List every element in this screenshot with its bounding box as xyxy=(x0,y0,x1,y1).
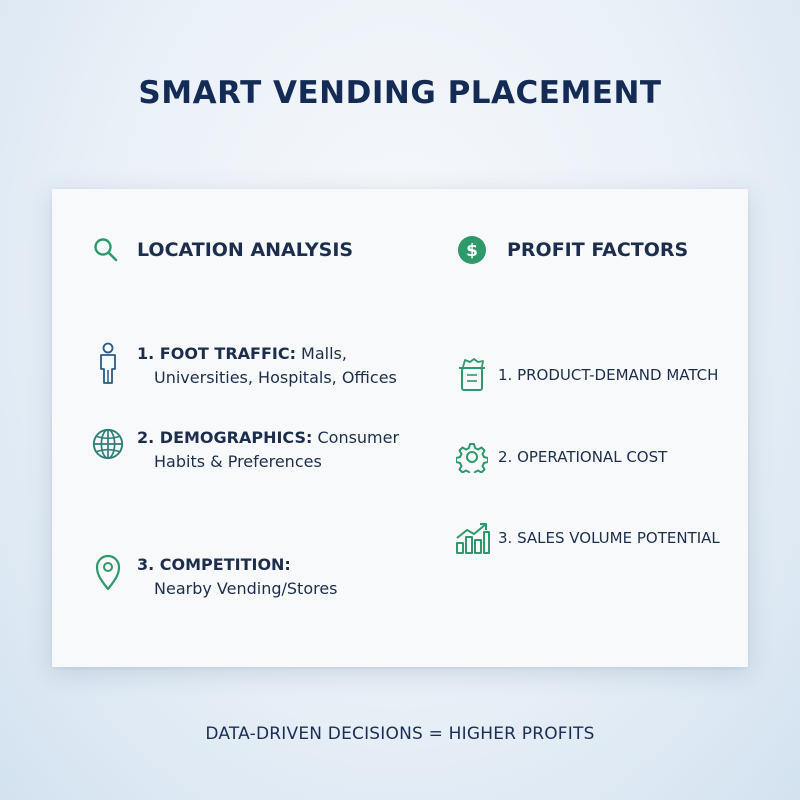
profit-factors-heading: $ PROFIT FACTORS xyxy=(457,235,688,265)
list-item-sales-volume: 3. SALES VOLUME POTENTIAL xyxy=(452,521,720,555)
competition-label: 3. COMPETITION: xyxy=(137,555,291,574)
gear-icon xyxy=(452,441,492,473)
snack-box-icon xyxy=(452,357,492,393)
svg-text:$: $ xyxy=(466,241,478,261)
search-icon xyxy=(91,235,121,265)
page-title: SMART VENDING PLACEMENT xyxy=(138,75,662,111)
operational-cost-text: 2. OPERATIONAL COST xyxy=(498,448,668,466)
demographics-label: 2. DEMOGRAPHICS: xyxy=(137,428,313,447)
foot-traffic-text: Malls, xyxy=(295,344,347,363)
product-demand-text: 1. PRODUCT-DEMAND MATCH xyxy=(498,366,719,384)
demographics-detail: Habits & Preferences xyxy=(154,452,322,471)
location-analysis-title: LOCATION ANALYSIS xyxy=(137,239,354,261)
profit-factors-title: PROFIT FACTORS xyxy=(507,239,689,261)
person-icon xyxy=(91,342,125,386)
location-analysis-heading: LOCATION ANALYSIS xyxy=(91,235,353,265)
list-item-demographics: 2. DEMOGRAPHICS: Consumer Habits & Prefe… xyxy=(91,426,399,474)
content-card: LOCATION ANALYSIS $ PROFIT FACTORS 1. FO… xyxy=(52,189,748,667)
list-item-competition: 3. COMPETITION: Nearby Vending/Stores xyxy=(91,553,338,601)
list-item-foot-traffic: 1. FOOT TRAFFIC: Malls, Universities, Ho… xyxy=(91,342,397,390)
list-item-product-demand: 1. PRODUCT-DEMAND MATCH xyxy=(452,357,718,393)
sales-volume-text: 3. SALES VOLUME POTENTIAL xyxy=(498,529,720,547)
foot-traffic-detail: Universities, Hospitals, Offices xyxy=(154,368,397,387)
foot-traffic-label: 1. FOOT TRAFFIC: xyxy=(137,344,296,363)
footer-tagline: DATA-DRIVEN DECISIONS = HIGHER PROFITS xyxy=(205,724,595,744)
globe-icon xyxy=(91,426,125,462)
demographics-text: Consumer xyxy=(312,428,400,447)
competition-detail: Nearby Vending/Stores xyxy=(154,579,338,598)
map-pin-icon xyxy=(91,553,125,591)
list-item-operational-cost: 2. OPERATIONAL COST xyxy=(452,441,667,473)
growth-chart-icon xyxy=(452,521,492,555)
dollar-icon: $ xyxy=(457,235,487,265)
